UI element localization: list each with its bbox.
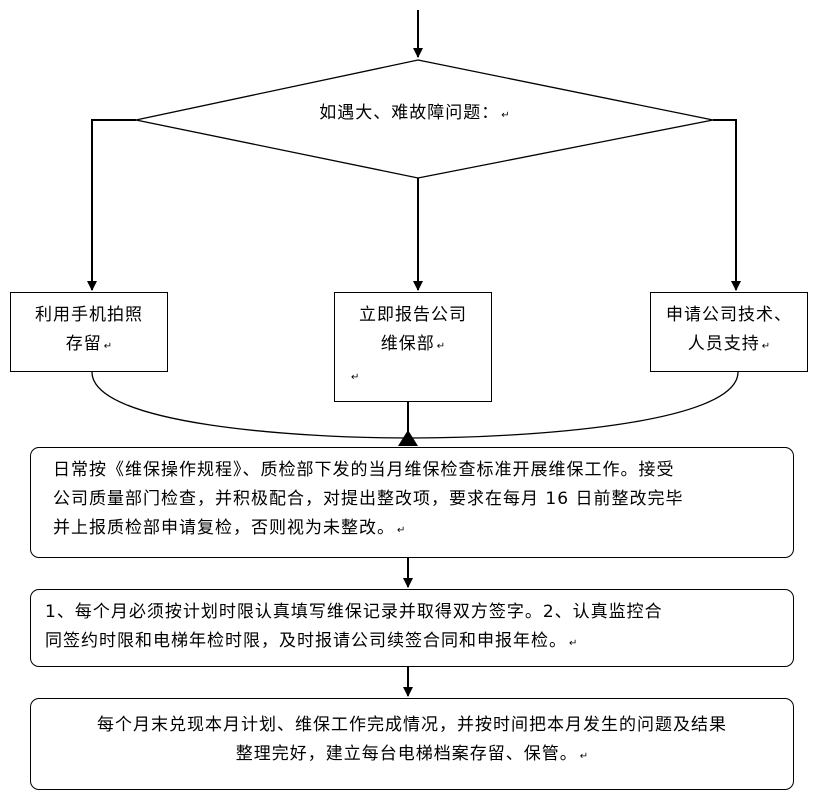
step2-line-2: 同签约时限和电梯年检时限，及时报请公司续签合同和申报年检。 <box>45 631 567 651</box>
box-middle-line-2: 维保部 <box>380 334 435 354</box>
paragraph-mark: ↵ <box>761 341 771 352</box>
box-left-line-2: 存留 <box>65 334 102 354</box>
step-box-month-end-archive: 每个月末兑现本月计划、维保工作完成情况，并按时间把本月发生的问题及结果 整理完好… <box>30 698 794 790</box>
box-left-line-1: 利用手机拍照 <box>35 305 143 325</box>
step1-line-3: 并上报质检部申请复检，否则视为未整改。 <box>53 518 395 538</box>
step3-line-1: 每个月末兑现本月计划、维保工作完成情况，并按时间把本月发生的问题及结果 <box>97 715 727 735</box>
branch-left-line <box>87 119 136 291</box>
paragraph-mark: ↵ <box>569 638 578 649</box>
decision-label: 如遇大、难故障问题：↵ <box>319 103 510 123</box>
box-report-maintenance-dept: 立即报告公司 维保部↵ ↵ <box>334 292 492 402</box>
step1-line-1: 日常按《维保操作规程》、质检部下发的当月维保检查标准开展维保工作。接受 <box>53 460 675 480</box>
box-middle-line-1: 立即报告公司 <box>359 305 467 325</box>
step-box-daily-maintenance: 日常按《维保操作规程》、质检部下发的当月维保检查标准开展维保工作。接受 公司质量… <box>30 447 794 558</box>
paragraph-mark: ↵ <box>103 341 113 352</box>
box-request-support: 申请公司技术、 人员支持↵ <box>650 292 808 372</box>
step-box-monthly-records: 1、每个月必须按计划时限认真填写维保记录并取得双方签字。2、认真监控合 同签约时… <box>30 589 794 667</box>
step3-line-2: 整理完好，建立每台电梯档案存留、保管。 <box>235 744 578 764</box>
box-photo-record: 利用手机拍照 存留↵ <box>10 292 168 372</box>
merge-point <box>398 430 418 446</box>
paragraph-mark: ↵ <box>436 341 446 352</box>
box-right-line-1: 申请公司技术、 <box>666 305 792 325</box>
step1-line-2: 公司质量部门检查，并积极配合，对提出整改项，要求在每月 16 日前整改完毕 <box>53 489 684 509</box>
merge-curve-right <box>411 371 739 439</box>
paragraph-mark: ↵ <box>397 525 406 536</box>
step2-line-1: 1、每个月必须按计划时限认真填写维保记录并取得双方签字。2、认真监控合 <box>45 602 663 622</box>
merge-curve-left <box>91 371 409 439</box>
branch-right-line <box>713 119 741 291</box>
paragraph-mark: ↵ <box>501 110 510 121</box>
paragraph-mark: ↵ <box>351 372 360 383</box>
paragraph-mark: ↵ <box>579 751 589 762</box>
box-right-line-2: 人员支持 <box>687 334 760 354</box>
